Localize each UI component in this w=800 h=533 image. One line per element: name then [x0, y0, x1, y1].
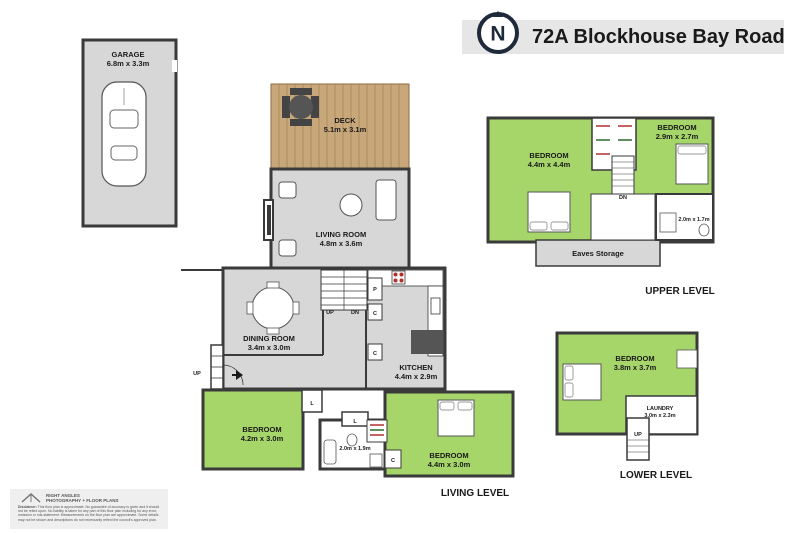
- kitchen-name: KITCHEN: [399, 363, 432, 372]
- upper-level: [486, 116, 715, 267]
- cupboard-label: C: [373, 311, 377, 317]
- brand-name: RIGHT ANGLES PHOTOGRAPHY + FLOOR PLANS: [46, 493, 118, 503]
- bedroom-upper-main-dim: 4.4m x 4.4m: [528, 160, 571, 169]
- kitchen-dim: 4.4m x 2.9m: [395, 372, 438, 381]
- dining-room-name: DINING ROOM: [243, 334, 295, 343]
- bedroom-lower-name: BEDROOM: [615, 354, 654, 363]
- eaves-storage-name: Eaves Storage: [572, 249, 624, 258]
- toilet-icon: [346, 433, 358, 447]
- disclaimer-box: RIGHT ANGLES PHOTOGRAPHY + FLOOR PLANS D…: [10, 489, 168, 529]
- bathtub-icon: [323, 439, 337, 465]
- disclaimer-body: This floor plan is approximate. No guara…: [18, 505, 160, 522]
- laundry-name: LAUNDRY: [647, 406, 674, 412]
- upper-stair-down-label: DN: [619, 195, 627, 201]
- brand-logo-icon: [21, 492, 41, 503]
- disclaimer-text: Disclaimer: This floor plan is approxima…: [18, 505, 164, 522]
- bedroom-upper-small-name: BEDROOM: [657, 123, 696, 132]
- stair-down-label: DN: [351, 310, 359, 316]
- address-banner: 72A Blockhouse Bay Road: [462, 20, 785, 54]
- bath-upper-dim: 2.0m x 1.7m: [678, 217, 709, 223]
- lower-level: [555, 331, 699, 461]
- garage-name: GARAGE: [112, 50, 145, 59]
- stair-up-label: UP: [326, 310, 334, 316]
- shower-icon: [369, 453, 383, 468]
- north-compass-icon: N: [477, 11, 519, 54]
- single-bed-icon: [675, 143, 709, 185]
- garage: GARAGE 6.8m x 3.3m: [81, 38, 178, 228]
- bedroom-right-dim: 4.4m x 3.0m: [428, 460, 471, 469]
- dining-table-icon: [246, 281, 300, 335]
- brand-line-1: RIGHT ANGLES: [46, 493, 80, 498]
- armchair-icon: [278, 181, 297, 199]
- kitchen-sink-icon: [430, 297, 441, 315]
- living-level-label: LIVING LEVEL: [441, 488, 509, 499]
- linen-label: L: [353, 419, 357, 425]
- outdoor-table-icon: [282, 88, 319, 126]
- bedroom-upper-small-dim: 2.9m x 2.7m: [656, 132, 699, 141]
- lower-level-label: LOWER LEVEL: [620, 470, 692, 481]
- living-room-dim: 4.8m x 3.6m: [320, 239, 363, 248]
- deck-dim: 5.1m x 3.1m: [324, 125, 367, 134]
- shower-icon: [659, 212, 677, 233]
- double-bed-icon: [437, 399, 475, 437]
- pantry-label: P: [373, 287, 377, 293]
- disclaimer-label: Disclaimer:: [18, 505, 37, 509]
- brand-line-2: PHOTOGRAPHY + FLOOR PLANS: [46, 498, 119, 503]
- sofa-icon: [375, 179, 397, 221]
- armchair-icon: [278, 239, 297, 257]
- entry-up-label: UP: [193, 371, 201, 377]
- bedroom-right-name: BEDROOM: [429, 451, 468, 460]
- cupboard-label: C: [373, 351, 377, 357]
- coffee-table-icon: [339, 193, 363, 217]
- compass-letter: N: [490, 23, 505, 46]
- linen-label: L: [310, 401, 314, 407]
- bedroom-lower-dim: 3.8m x 3.7m: [614, 363, 657, 372]
- living-room-name: LIVING ROOM: [316, 230, 366, 239]
- laundry-dim: 3.0m x 2.3m: [644, 413, 675, 419]
- cooktop-icon: [391, 270, 406, 285]
- dining-room-dim: 3.4m x 3.0m: [248, 343, 291, 352]
- bedroom-left-name: BEDROOM: [242, 425, 281, 434]
- garage-dim: 6.8m x 3.3m: [107, 59, 150, 68]
- deck-name: DECK: [334, 116, 356, 125]
- wardrobe-hangers-icon: [596, 125, 632, 155]
- cupboard-label: C: [391, 458, 395, 464]
- bath-living-dim: 2.0m x 1.9m: [339, 446, 370, 452]
- bedroom-upper-main-name: BEDROOM: [529, 151, 568, 160]
- address-title: 72A Blockhouse Bay Road: [532, 26, 785, 48]
- car-icon: [101, 81, 147, 187]
- double-bed-icon: [527, 191, 571, 233]
- double-bed-icon: [562, 363, 602, 401]
- deck: DECK 5.1m x 3.1m: [270, 83, 410, 170]
- bedroom-left-dim: 4.2m x 3.0m: [241, 434, 284, 443]
- lower-stair-up-label: UP: [634, 432, 642, 438]
- toilet-icon: [698, 223, 710, 237]
- upper-level-label: UPPER LEVEL: [645, 286, 714, 297]
- living-level: [181, 167, 515, 478]
